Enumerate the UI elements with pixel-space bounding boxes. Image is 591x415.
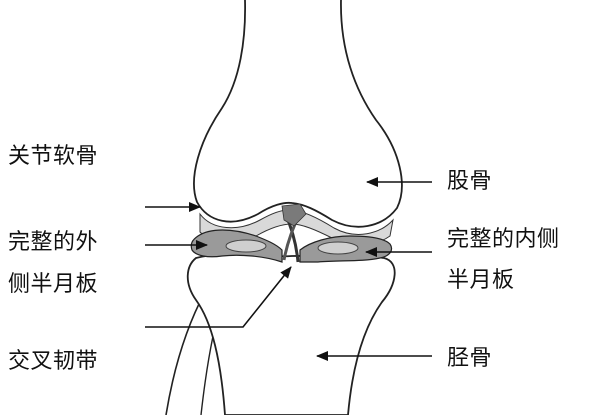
label-medial-meniscus-line1: 完整的内侧	[447, 227, 560, 252]
label-lateral-meniscus-line1: 完整的外	[8, 230, 99, 255]
medial-meniscus-hollow	[317, 241, 359, 255]
label-medial-meniscus-line2: 半月板	[447, 268, 515, 293]
label-articular-cartilage: 关节软骨	[8, 144, 99, 169]
femur-bone	[193, 0, 403, 228]
label-tibia: 胫骨	[447, 346, 493, 371]
label-femur: 股骨	[447, 169, 493, 194]
intercondylar-shading	[281, 203, 307, 227]
fibula-bone	[165, 291, 206, 415]
label-cruciate-ligament: 交叉韧带	[8, 349, 99, 374]
label-lateral-meniscus-line2: 侧半月板	[8, 272, 99, 297]
tibia-bone	[186, 253, 396, 415]
arrow-cruciate-ligament	[145, 266, 292, 328]
lateral-meniscus-hollow	[225, 239, 267, 253]
